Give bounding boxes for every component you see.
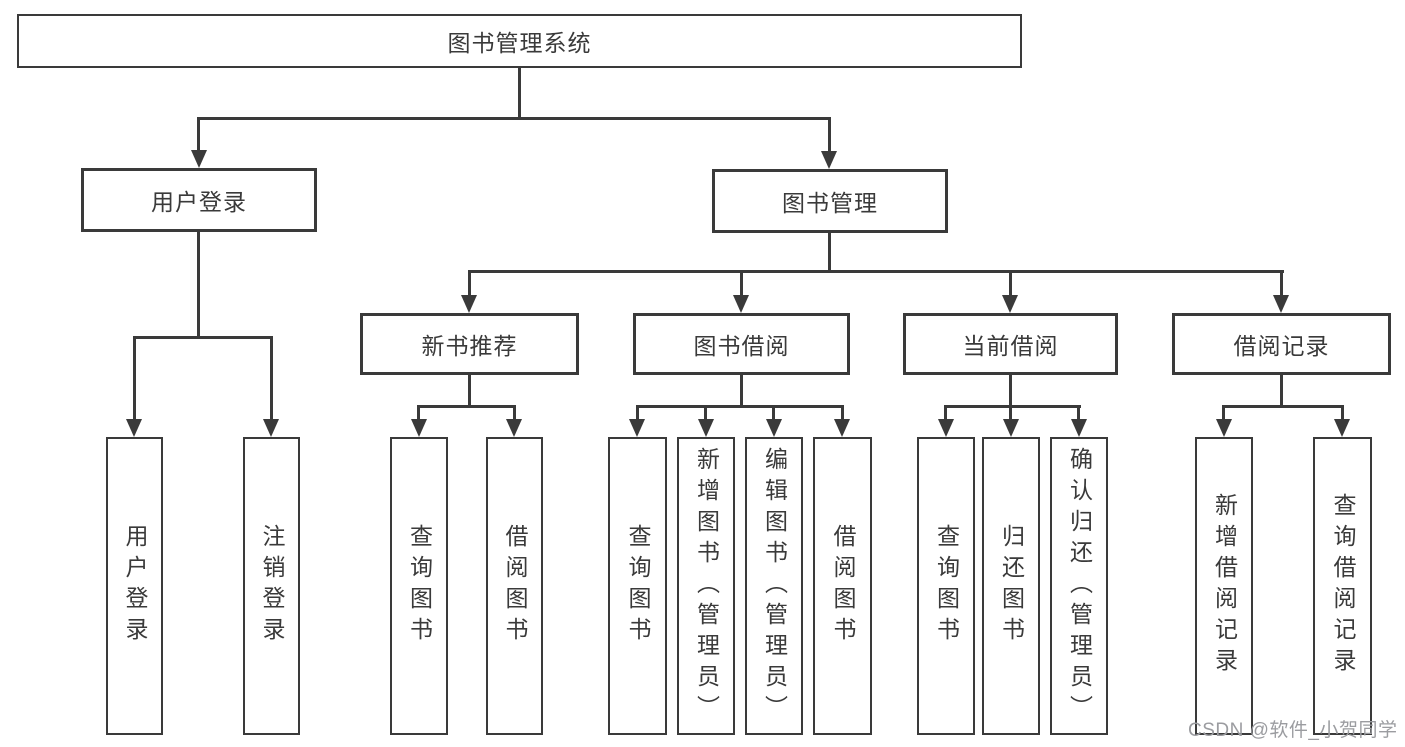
connector-drop-records	[1280, 270, 1283, 296]
arrowhead-leaf-9-icon	[938, 419, 954, 437]
leaf-user-login: 用户登录	[106, 437, 163, 735]
connector-drop-borrow	[740, 270, 743, 296]
connector-drop-leaf-9	[944, 405, 947, 420]
leaf-query-borrow-record-label: 查询借阅记录	[1330, 493, 1356, 679]
connector-user-login-stem	[197, 232, 200, 339]
arrowhead-records-icon	[1273, 295, 1289, 313]
leaf-add-borrow-record-label: 新增借阅记录	[1211, 493, 1238, 679]
node-book-borrow-label: 图书借阅	[693, 333, 790, 359]
connector-drop-leaf-10	[1009, 405, 1012, 420]
connector-drop-leaf-13	[1341, 405, 1344, 420]
connector-current-rail	[944, 405, 1081, 408]
connector-borrow-rail	[636, 405, 844, 408]
connector-drop-leaf-7	[772, 405, 775, 420]
leaf-logout-label: 注销登录	[259, 524, 285, 648]
leaf-edit-books-admin: 编辑图书（管理员）	[745, 437, 803, 735]
leaf-query-books-b-label: 查询图书	[625, 524, 651, 648]
connector-drop-user-login	[197, 117, 200, 151]
connector-new-book-stem	[468, 375, 471, 408]
connector-borrow-stem	[740, 375, 743, 408]
connector-drop-current	[1009, 270, 1012, 296]
connector-root-stem	[518, 68, 521, 119]
arrowhead-leaf-7-icon	[766, 419, 782, 437]
arrowhead-book-mgmt-icon	[821, 151, 837, 169]
connector-drop-leaf-8	[841, 405, 844, 420]
node-root-label: 图书管理系统	[447, 30, 592, 56]
leaf-confirm-return-admin-label: 确认归还（管理员）	[1066, 446, 1093, 726]
leaf-query-books-a: 查询图书	[390, 437, 448, 735]
connector-records-rail	[1222, 405, 1344, 408]
arrowhead-leaf-10-icon	[1003, 419, 1019, 437]
arrowhead-leaf-13-icon	[1334, 419, 1350, 437]
node-new-book-rec-label: 新书推荐	[421, 333, 518, 359]
leaf-borrow-books-a-label: 借阅图书	[502, 524, 528, 648]
node-user-login: 用户登录	[81, 168, 317, 232]
connector-drop-leaf-3	[417, 405, 420, 420]
arrowhead-user-login-icon	[191, 150, 207, 168]
node-borrow-records: 借阅记录	[1172, 313, 1391, 375]
connector-drop-leaf-6	[704, 405, 707, 420]
node-user-login-label: 用户登录	[151, 189, 247, 215]
leaf-query-books-c-label: 查询图书	[933, 524, 960, 648]
connector-drop-leaf-12	[1222, 405, 1225, 420]
arrowhead-leaf-8-icon	[834, 419, 850, 437]
leaf-add-books-admin: 新增图书（管理员）	[677, 437, 735, 735]
leaf-query-borrow-record: 查询借阅记录	[1313, 437, 1372, 735]
arrowhead-current-icon	[1002, 295, 1018, 313]
leaf-return-books: 归还图书	[982, 437, 1040, 735]
arrowhead-leaf-logout-icon	[263, 419, 279, 437]
node-book-mgmt: 图书管理	[712, 169, 948, 233]
connector-user-login-rail	[133, 336, 273, 339]
connector-drop-leaf-5	[636, 405, 639, 420]
connector-records-stem	[1280, 375, 1283, 408]
connector-current-stem	[1009, 375, 1012, 408]
connector-book-mgmt-stem	[828, 233, 831, 273]
leaf-logout: 注销登录	[243, 437, 300, 735]
arrowhead-leaf-3-icon	[411, 419, 427, 437]
node-new-book-rec: 新书推荐	[360, 313, 579, 375]
connector-drop-leaf-4	[513, 405, 516, 420]
leaf-user-login-label: 用户登录	[122, 524, 148, 648]
leaf-borrow-books-b-label: 借阅图书	[830, 524, 856, 648]
csdn-watermark: CSDN @软件_小贺同学	[1188, 720, 1398, 741]
arrowhead-leaf-5-icon	[629, 419, 645, 437]
leaf-borrow-books-b: 借阅图书	[813, 437, 872, 735]
leaf-add-borrow-record: 新增借阅记录	[1195, 437, 1253, 735]
arrowhead-leaf-6-icon	[698, 419, 714, 437]
node-book-borrow: 图书借阅	[633, 313, 850, 375]
arrowhead-borrow-icon	[733, 295, 749, 313]
leaf-query-books-b: 查询图书	[608, 437, 667, 735]
arrowhead-leaf-4-icon	[506, 419, 522, 437]
connector-drop-book-mgmt	[828, 117, 831, 151]
arrowhead-leaf-11-icon	[1071, 419, 1087, 437]
connector-drop-leaf-11	[1077, 405, 1080, 420]
node-borrow-records-label: 借阅记录	[1233, 333, 1330, 359]
arrowhead-leaf-login-icon	[126, 419, 142, 437]
connector-new-book-rail	[417, 405, 516, 408]
leaf-query-books-c: 查询图书	[917, 437, 975, 735]
node-root: 图书管理系统	[17, 14, 1022, 68]
node-book-mgmt-label: 图书管理	[782, 190, 878, 216]
leaf-return-books-label: 归还图书	[998, 524, 1025, 648]
node-current-borrow: 当前借阅	[903, 313, 1118, 375]
connector-drop-leaf-login	[133, 336, 136, 420]
leaf-add-books-admin-label: 新增图书（管理员）	[693, 446, 720, 726]
node-current-borrow-label: 当前借阅	[962, 333, 1059, 359]
arrowhead-new-book-icon	[461, 295, 477, 313]
connector-drop-new-book	[468, 270, 471, 296]
arrowhead-leaf-12-icon	[1216, 419, 1232, 437]
leaf-edit-books-admin-label: 编辑图书（管理员）	[761, 446, 788, 726]
connector-level3-rail	[468, 270, 1284, 273]
leaf-confirm-return-admin: 确认归还（管理员）	[1050, 437, 1108, 735]
leaf-query-books-a-label: 查询图书	[406, 524, 433, 648]
connector-drop-leaf-logout	[270, 336, 273, 420]
leaf-borrow-books-a: 借阅图书	[486, 437, 543, 735]
connector-level2-rail	[198, 117, 831, 120]
